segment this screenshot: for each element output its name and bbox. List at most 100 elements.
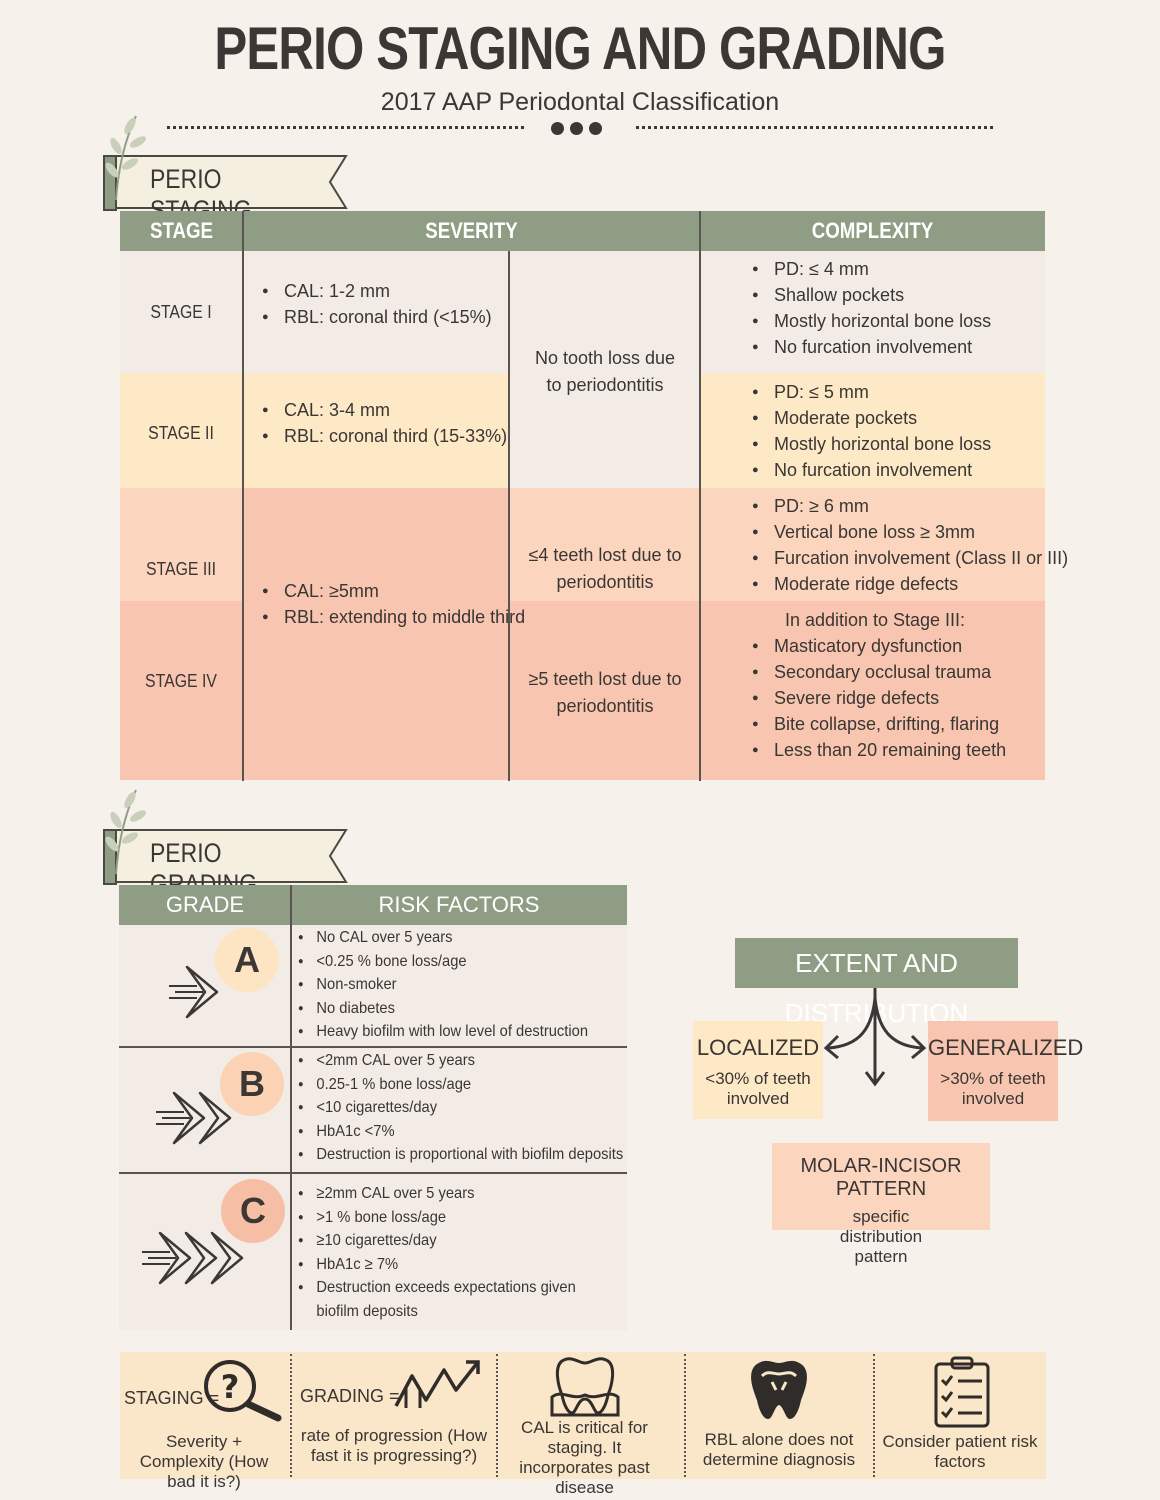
divider <box>290 885 292 1330</box>
col-stage-header: STAGE <box>149 218 214 243</box>
leaf-sprig-icon <box>105 115 147 201</box>
grading-equation-text: rate of progression (How fast it is prog… <box>300 1426 488 1465</box>
grading-table-header: GRADE RISK FACTORS <box>119 885 627 925</box>
divider <box>496 1354 498 1477</box>
triple-chevron-arrow-icon <box>142 1231 244 1285</box>
list-item: Less than 20 remaining teeth <box>752 737 1006 763</box>
col-complexity-header: COMPLEXITY <box>811 218 934 243</box>
list-item: No CAL over 5 years <box>298 926 588 950</box>
list-item: CAL: 1-2 mm <box>262 278 492 304</box>
list-item: Moderate ridge defects <box>752 571 1068 597</box>
extent-title: EXTENT AND DISTRIBUTION <box>735 938 1018 1028</box>
list-item: 0.25-1 % bone loss/age <box>298 1073 623 1097</box>
list-item: RBL: coronal third (<15%) <box>262 304 492 330</box>
divider <box>699 211 701 781</box>
stage-label: STAGE III <box>145 559 217 579</box>
col-risk-header: RISK FACTORS <box>378 892 540 917</box>
col-grade-header: GRADE <box>165 892 245 917</box>
divider <box>508 251 510 781</box>
tooth-loss-3: ≤4 teeth lost due to periodontitis <box>528 545 682 592</box>
list-item: Destruction exceeds expectations given b… <box>298 1276 602 1323</box>
stage4-complexity: Masticatory dysfunction Secondary occlus… <box>752 633 1006 763</box>
tooth-loss-1-2-band <box>509 251 700 488</box>
stage1-severity: CAL: 1-2 mmRBL: coronal third (<15%) <box>262 278 492 330</box>
list-item: Severe ridge defects <box>752 685 1006 711</box>
molar-incisor-box: MOLAR-INCISOR PATTERN specific distribut… <box>772 1143 990 1266</box>
list-item: No diabetes <box>298 997 588 1021</box>
list-item: Mostly horizontal bone loss <box>752 431 991 457</box>
single-chevron-arrow-icon <box>169 965 219 1019</box>
localized-box: LOCALIZED <30% of teeth involved <box>693 1021 823 1119</box>
generalized-box: GENERALIZED >30% of teeth involved <box>928 1021 1083 1121</box>
stage1-complexity: PD: ≤ 4 mm Shallow pockets Mostly horizo… <box>752 256 991 360</box>
list-item: CAL: 3-4 mm <box>262 397 507 423</box>
double-chevron-arrow-icon <box>156 1091 232 1145</box>
grade-a-badge: A <box>215 928 279 992</box>
clipboard-checklist-icon <box>934 1356 990 1428</box>
staging-equals-label: STAGING = <box>124 1388 220 1408</box>
grading-equals-label: GRADING = <box>300 1386 400 1406</box>
divider-right <box>636 126 993 130</box>
divider <box>119 1172 627 1174</box>
divider <box>119 1046 627 1048</box>
page-title: PERIO STAGING AND GRADING <box>214 15 946 82</box>
list-item: No furcation involvement <box>752 334 991 360</box>
list-item: HbA1c <7% <box>298 1120 623 1144</box>
molar-incisor-desc: specific distribution pattern <box>839 1207 923 1266</box>
list-item: Vertical bone loss ≥ 3mm <box>752 519 1068 545</box>
branching-arrows-icon <box>823 988 927 1087</box>
rbl-alone-text: RBL alone does not determine diagnosis <box>702 1430 856 1469</box>
staging-equation-text: Severity + Complexity (How bad it is?) <box>139 1432 269 1491</box>
stage-label: STAGE I <box>150 302 212 322</box>
list-item: Shallow pockets <box>752 282 991 308</box>
list-item: >1 % bone loss/age <box>298 1206 602 1230</box>
stage4-complexity-intro: In addition to Stage III: <box>784 610 966 630</box>
progress-graph-icon <box>394 1360 480 1408</box>
stage3-4-severity: CAL: ≥5mmRBL: extending to middle third <box>262 578 525 630</box>
stage2-complexity: PD: ≤ 5 mm Moderate pockets Mostly horiz… <box>752 379 991 483</box>
list-item: Mostly horizontal bone loss <box>752 308 991 334</box>
divider <box>873 1354 875 1477</box>
localized-title: LOCALIZED <box>696 1035 820 1060</box>
col-severity-header: SEVERITY <box>425 218 518 243</box>
list-item: Masticatory dysfunction <box>752 633 1006 659</box>
grade-c-risks: ≥2mm CAL over 5 years >1 % bone loss/age… <box>298 1182 602 1323</box>
svg-text:?: ? <box>221 1368 240 1406</box>
list-item: PD: ≤ 5 mm <box>752 379 991 405</box>
divider-left <box>167 126 524 130</box>
tooth-xray-icon <box>751 1360 807 1420</box>
list-item: Bite collapse, drifting, flaring <box>752 711 1006 737</box>
stage-label: STAGE II <box>148 423 214 443</box>
list-item: RBL: coronal third (15-33%) <box>262 423 507 449</box>
stage3-complexity: PD: ≥ 6 mm Vertical bone loss ≥ 3mm Furc… <box>752 493 1068 597</box>
list-item: PD: ≤ 4 mm <box>752 256 991 282</box>
list-item: HbA1c ≥ 7% <box>298 1253 602 1277</box>
list-item: <10 cigarettes/day <box>298 1096 623 1120</box>
list-item: Destruction is proportional with biofilm… <box>298 1143 623 1167</box>
tooth-loss-1-2: No tooth loss due to periodontitis <box>534 348 676 395</box>
staging-section-ribbon: PERIO STAGING <box>100 152 350 225</box>
divider <box>290 1354 292 1477</box>
list-item: Non-smoker <box>298 973 588 997</box>
question-magnifier-icon: ? <box>204 1360 282 1422</box>
cal-critical-text: CAL is critical for staging. It incorpor… <box>519 1418 650 1497</box>
localized-desc: <30% of teeth involved <box>705 1069 811 1108</box>
list-item: Secondary occlusal trauma <box>752 659 1006 685</box>
list-item: ≥10 cigarettes/day <box>298 1229 602 1253</box>
generalized-desc: >30% of teeth involved <box>940 1069 1046 1108</box>
risk-factors-text: Consider patient risk factors <box>882 1432 1038 1471</box>
divider <box>242 211 244 781</box>
list-item: <2mm CAL over 5 years <box>298 1049 623 1073</box>
list-item: Moderate pockets <box>752 405 991 431</box>
list-item: No furcation involvement <box>752 457 991 483</box>
list-item: PD: ≥ 6 mm <box>752 493 1068 519</box>
list-item: <0.25 % bone loss/age <box>298 950 588 974</box>
leaf-sprig-icon <box>105 789 147 875</box>
stage2-severity: CAL: 3-4 mmRBL: coronal third (15-33%) <box>262 397 507 449</box>
divider-dots <box>551 122 611 136</box>
list-item: Furcation involvement (Class II or III) <box>752 545 1068 571</box>
molar-incisor-title: MOLAR-INCISOR PATTERN <box>800 1155 962 1200</box>
grade-b-risks: <2mm CAL over 5 years 0.25-1 % bone loss… <box>298 1049 623 1167</box>
severity-3-4-band <box>243 488 508 780</box>
list-item: CAL: ≥5mm <box>262 578 525 604</box>
